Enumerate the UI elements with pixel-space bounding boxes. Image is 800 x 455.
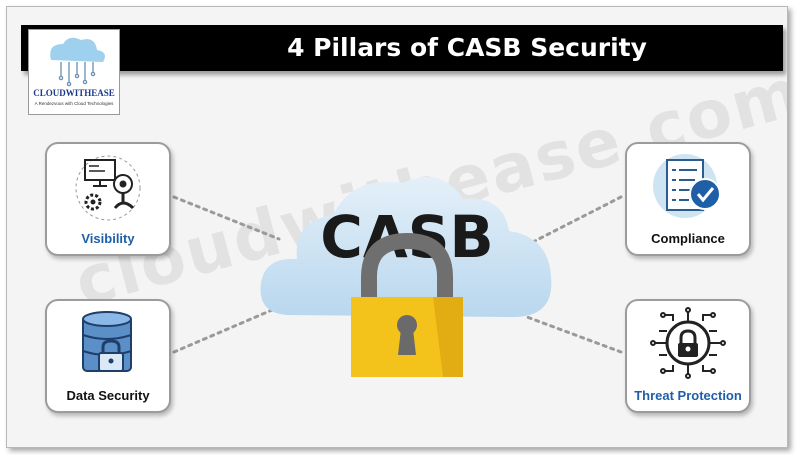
connector-visibility — [172, 195, 281, 241]
pillar-label-data-security: Data Security — [66, 388, 150, 403]
casb-center: CASB — [257, 165, 557, 379]
diagram-frame: 4 Pillars of CASB Security CLOUDWITHEASE… — [6, 6, 788, 448]
title-bar: 4 Pillars of CASB Security — [21, 25, 783, 71]
circuit-lock-icon — [650, 307, 726, 379]
connector-threat-protection — [525, 315, 623, 354]
monitor-eye-gear-icon — [75, 155, 141, 221]
pillar-card-threat-protection: Threat Protection — [625, 299, 751, 413]
brand-logo: CLOUDWITHEASE A Rendezvous with Cloud Te… — [28, 29, 120, 115]
database-lock-icon — [82, 311, 132, 372]
page-title: 4 Pillars of CASB Security — [287, 33, 647, 62]
pillar-card-visibility: Visibility — [45, 142, 171, 256]
brand-name: CLOUDWITHEASE — [33, 88, 115, 98]
padlock-icon — [351, 232, 463, 377]
connector-data-security — [172, 305, 281, 354]
pillar-card-compliance: Compliance — [625, 142, 751, 256]
pillar-label-threat-protection: Threat Protection — [634, 388, 742, 403]
connector-compliance — [525, 195, 623, 247]
pillar-label-compliance: Compliance — [651, 231, 725, 246]
pillar-card-data-security: Data Security — [45, 299, 171, 413]
connector-lines — [172, 195, 623, 354]
cloud-circuit-icon — [50, 37, 105, 87]
checklist-check-icon — [653, 154, 721, 218]
brand-tagline: A Rendezvous with Cloud Technologies — [34, 101, 114, 106]
pillar-label-visibility: Visibility — [81, 231, 135, 246]
